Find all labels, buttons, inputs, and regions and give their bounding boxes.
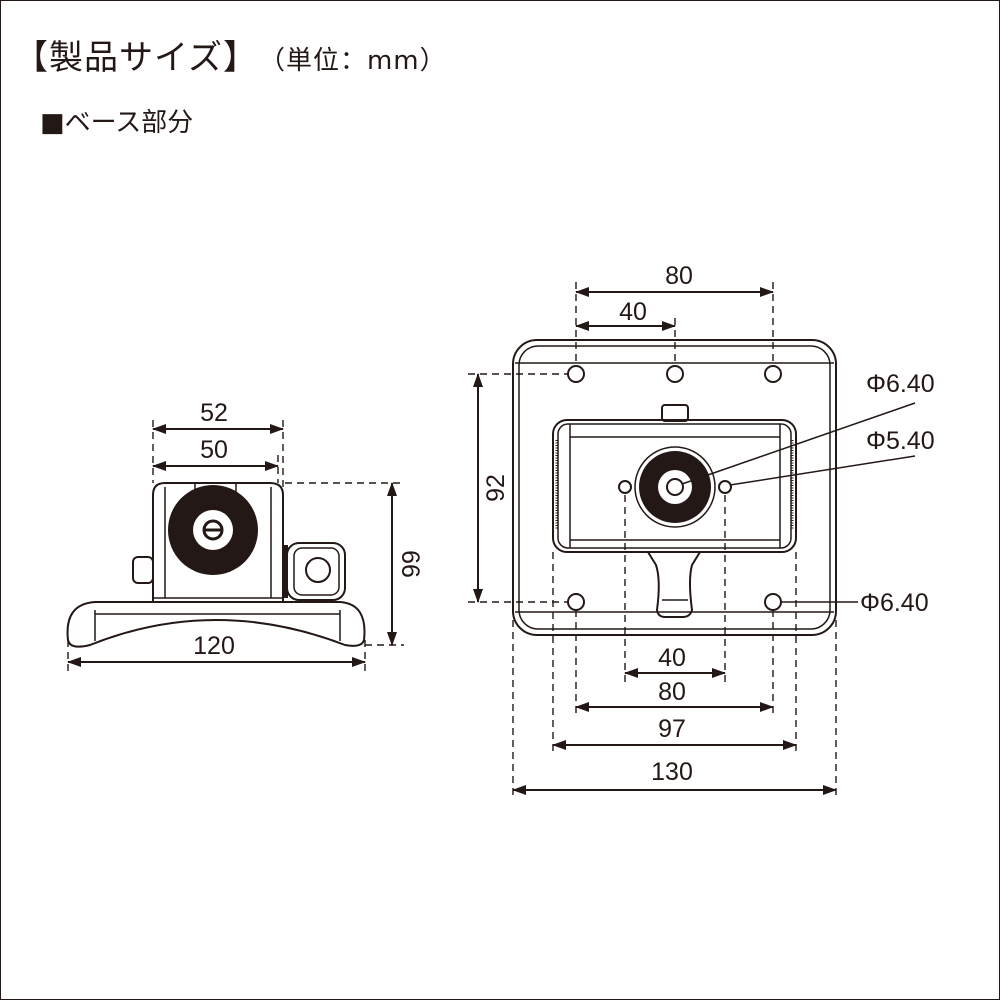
dim-97-label: 97 xyxy=(658,715,686,743)
title-text: 【製品サイズ】 xyxy=(14,38,258,78)
page-title: 【製品サイズ】 （単位：mm） xyxy=(14,30,447,79)
unit-text: （単位：mm） xyxy=(271,46,447,76)
hole-label-6-40-bottom: Φ6.40 xyxy=(860,589,929,617)
dim-bottom-40-label: 40 xyxy=(658,644,686,672)
section-label: ■ベース部分 xyxy=(40,108,194,138)
side-view: 52 50 66 120 xyxy=(66,399,424,672)
dim-52-label: 52 xyxy=(200,399,228,427)
dim-120-label: 120 xyxy=(193,632,235,660)
hole-label-6-40-top: Φ6.40 xyxy=(866,370,935,398)
dim-50-label: 50 xyxy=(200,436,228,464)
dim-130-label: 130 xyxy=(651,758,693,786)
dim-66-label: 66 xyxy=(396,550,424,578)
dim-bottom-80-label: 80 xyxy=(658,678,686,706)
dim-92-label: 92 xyxy=(482,474,510,502)
dim-top-40-label: 40 xyxy=(619,298,647,326)
top-view: 80 40 92 40 80 97 130 Φ6.40 Φ5.40 Φ6.40 xyxy=(468,262,935,800)
dim-top-80-label: 80 xyxy=(665,262,693,290)
hole-label-5-40: Φ5.40 xyxy=(866,427,935,455)
